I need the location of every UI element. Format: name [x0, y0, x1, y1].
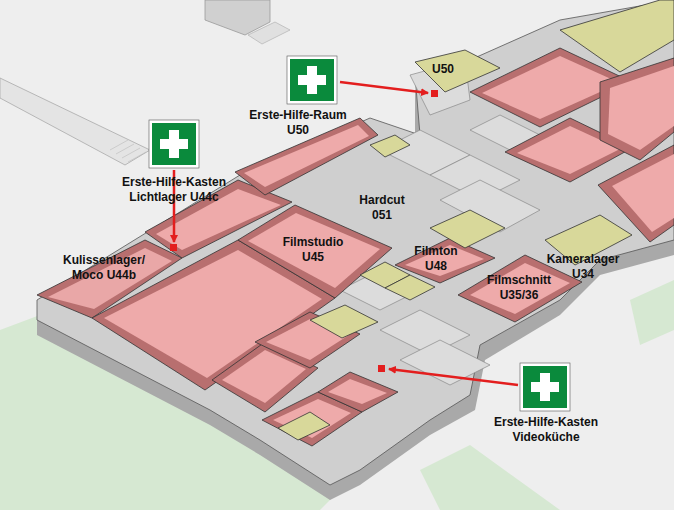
room-label: U50 — [423, 62, 463, 77]
callout-caption: Erste-Hilfe-Raum U50 — [241, 108, 356, 138]
room-label: Hardcut 051 — [352, 193, 412, 223]
callout-caption: Erste-Hilfe-Kasten Videoküche — [481, 415, 611, 445]
room-label: Kameralager U34 — [542, 252, 624, 282]
callout-caption: Erste-Hilfe-Kasten Lichtlager U44c — [109, 175, 239, 205]
room-label: Kulissenlager/ Moco U44b — [54, 253, 154, 283]
room-label: Filmstudio U45 — [274, 235, 352, 265]
room-label: Filmton U48 — [407, 244, 465, 274]
room-label: Filmschnitt U35/36 — [477, 273, 561, 303]
